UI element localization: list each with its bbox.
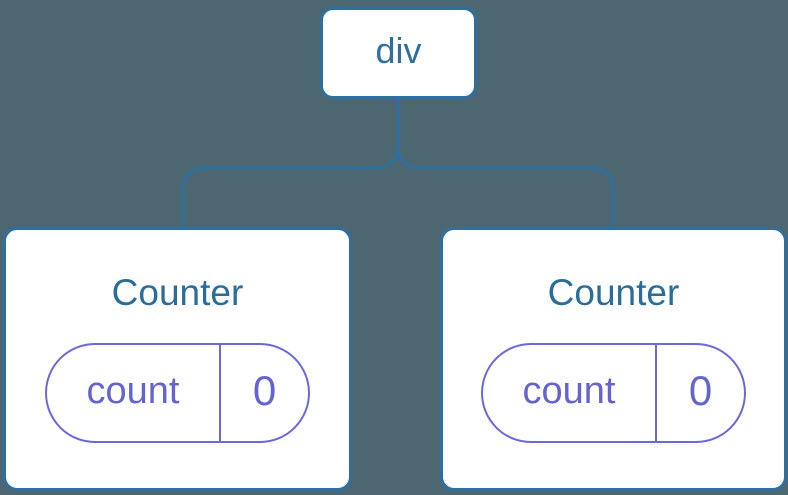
- state-pill: count 0: [45, 343, 310, 443]
- connector-branch-left: [181, 99, 400, 227]
- state-pill: count 0: [481, 343, 746, 443]
- state-pill-divider: [655, 345, 657, 441]
- state-key-label: count: [522, 369, 616, 412]
- state-value-label: 0: [688, 367, 713, 414]
- connector-branch-right: [396, 99, 615, 227]
- tree-node-root: div: [320, 7, 477, 99]
- component-title: Counter: [111, 272, 244, 313]
- state-value-label: 0: [252, 367, 277, 414]
- component-title: Counter: [547, 272, 680, 313]
- state-pill-divider: [219, 345, 221, 441]
- tree-node-counter-right: Counter count 0: [440, 227, 787, 491]
- state-key-label: count: [86, 369, 180, 412]
- tree-node-counter-left: Counter count 0: [3, 227, 352, 491]
- root-node-label: div: [375, 30, 422, 71]
